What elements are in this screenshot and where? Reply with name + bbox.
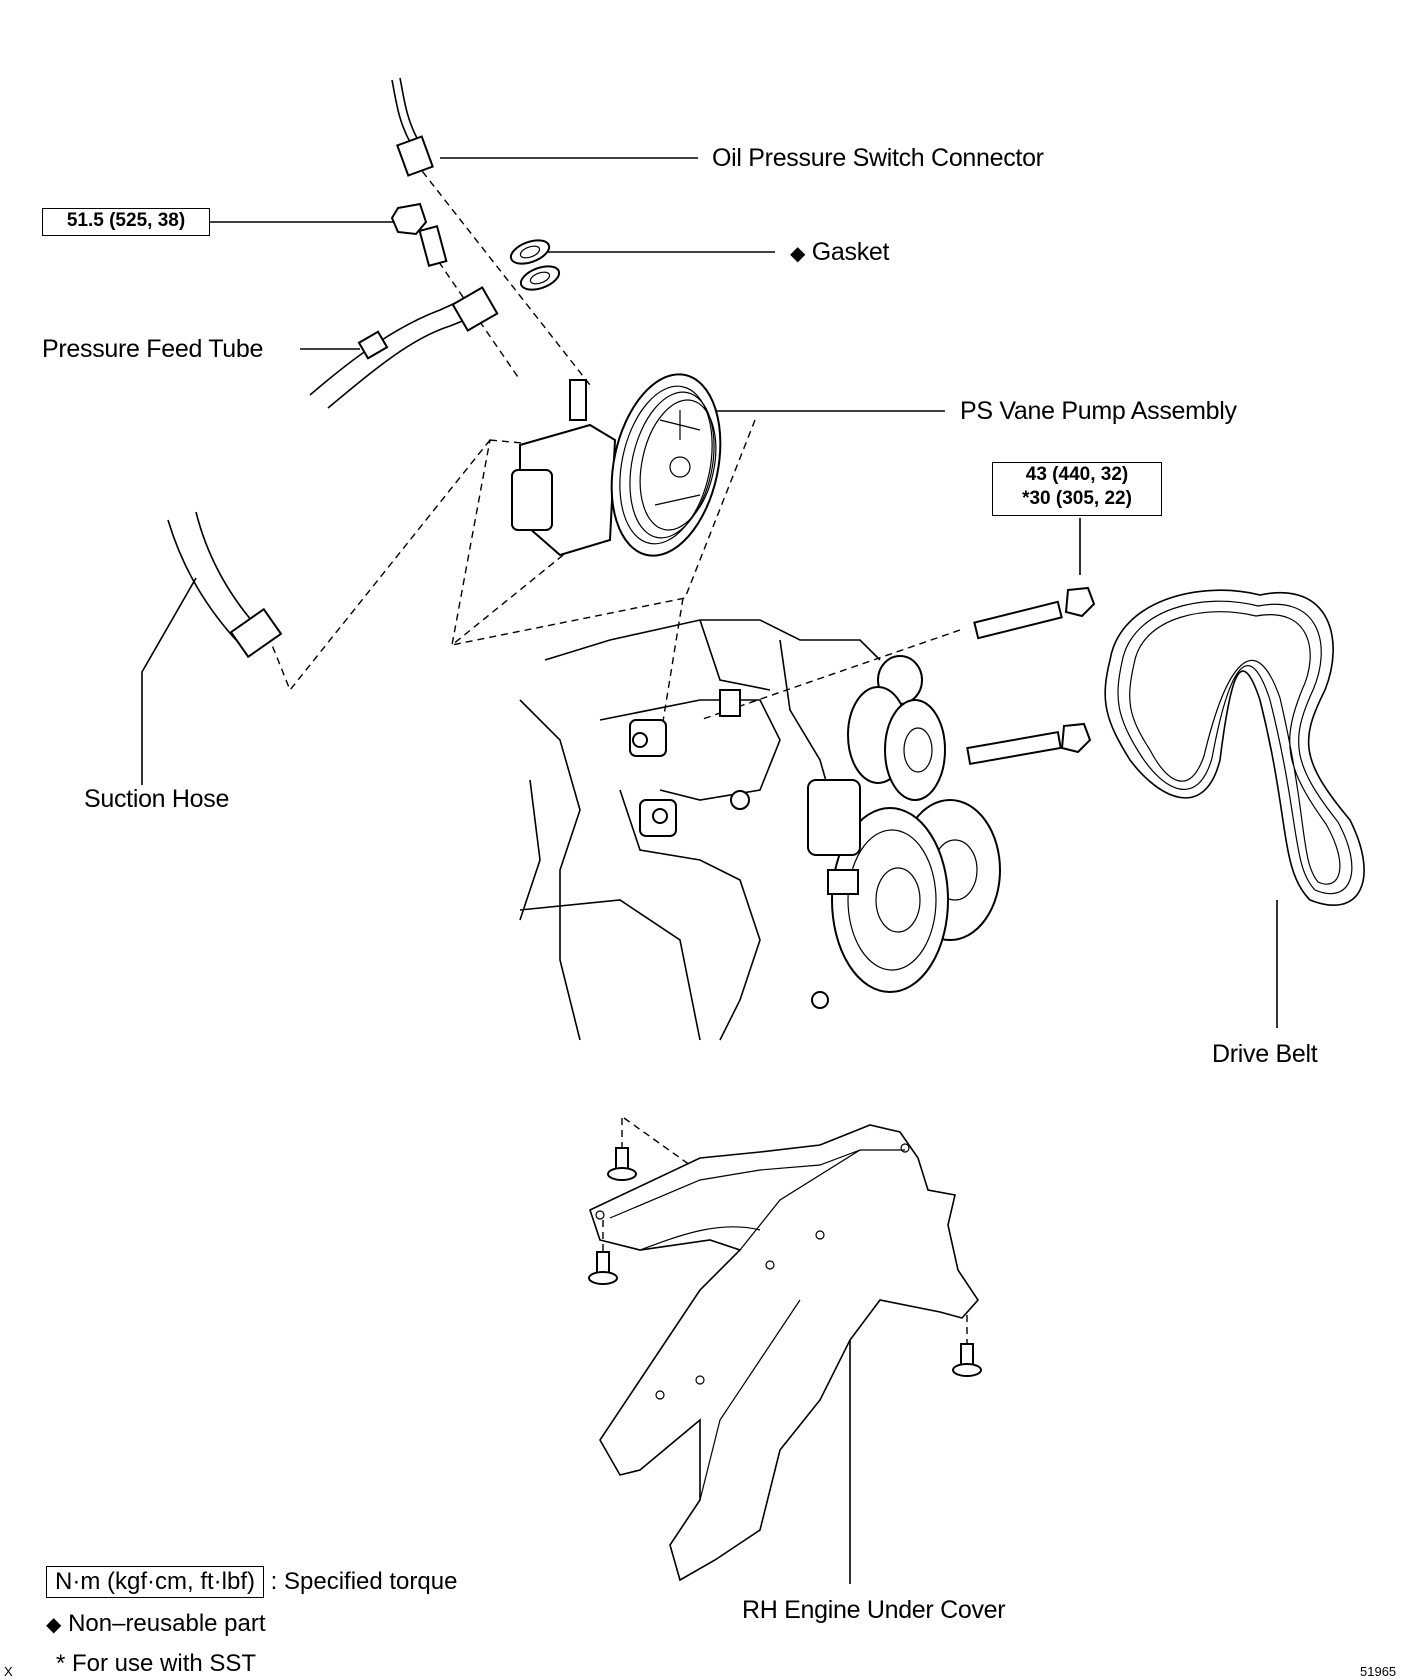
- drive-belt: [1104, 589, 1365, 906]
- non-reusable-legend-text: Non–reusable part: [68, 1610, 266, 1637]
- oil-pressure-switch-connector-label: Oil Pressure Switch Connector: [712, 144, 1044, 172]
- gaskets: [509, 239, 561, 291]
- pump-bolt-torque-box: 43 (440, 32) *30 (305, 22): [992, 462, 1162, 516]
- drive-belt-label: Drive Belt: [1212, 1040, 1318, 1068]
- engine-block: [519, 619, 1001, 1041]
- pressure-feed-tube-label: Pressure Feed Tube: [42, 335, 264, 363]
- corner-mark-left: X: [4, 1664, 13, 1679]
- union-bolt-torque-box: 51.5 (525, 38): [42, 208, 210, 236]
- figure-code: 51965: [1360, 1664, 1397, 1679]
- suction-hose-label: Suction Hose: [84, 785, 230, 813]
- gasket-text: Gasket: [811, 238, 890, 266]
- union-bolt: [390, 202, 448, 267]
- oil-pressure-switch-connector: [391, 77, 434, 177]
- pump-bolt-torque-line2: *30 (305, 22): [1022, 488, 1132, 509]
- legend-non-reusable: ◆ Non–reusable part: [46, 1610, 266, 1638]
- suction-hose: [167, 511, 283, 659]
- non-reusable-legend-icon: ◆: [46, 1614, 62, 1636]
- cover-clips: [588, 1147, 982, 1377]
- pump-bolt-torque-line1: 43 (440, 32): [1025, 464, 1129, 485]
- torque-unit-box: N·m (kgf·cm, ft·lbf): [46, 1566, 264, 1598]
- ps-vane-pump: [511, 373, 722, 557]
- pressure-feed-tube: [309, 286, 499, 409]
- non-reusable-icon: ◆: [790, 243, 806, 265]
- torque-unit-desc: : Specified torque: [270, 1568, 458, 1595]
- rh-engine-under-cover-label: RH Engine Under Cover: [742, 1596, 1006, 1624]
- leader-lines: [141, 157, 1278, 1584]
- rh-engine-under-cover: [589, 1124, 980, 1582]
- pump-bolts: [966, 586, 1096, 766]
- legend-sst: * For use with SST: [56, 1650, 257, 1677]
- ps-vane-pump-assembly-label: PS Vane Pump Assembly: [960, 397, 1237, 425]
- gasket-label: ◆ Gasket: [790, 240, 889, 265]
- legend-torque-unit: N·m (kgf·cm, ft·lbf) : Specified torque: [46, 1566, 457, 1598]
